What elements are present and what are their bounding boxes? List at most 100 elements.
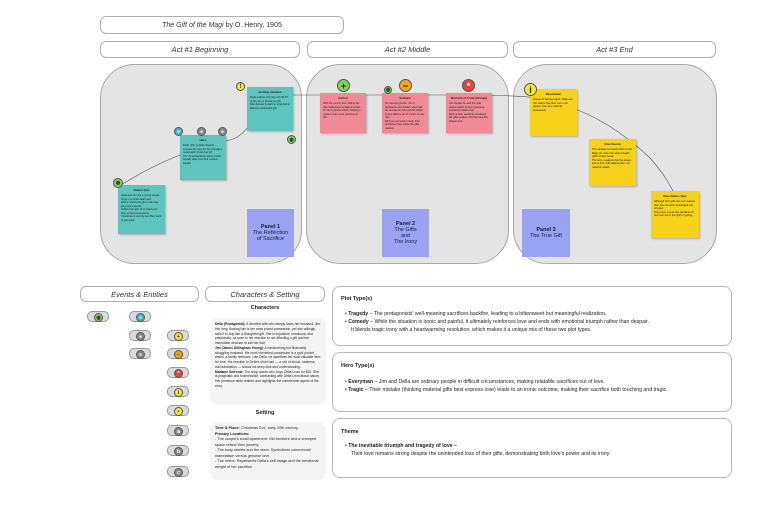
globe-icon: ◍ [287, 135, 296, 144]
note-moment-of-truth[interactable]: Moment of Truth (Climax) Jim reveals he … [446, 93, 492, 133]
note-setback[interactable]: Setback On returning home, Jim is shocke… [382, 93, 428, 133]
exclamation-icon: ! [236, 82, 245, 91]
note-resolution[interactable]: Resolution Instead of feeling regret, De… [530, 89, 577, 136]
asterisk-icon: * [174, 369, 183, 378]
panel-3-line: The True Gift [529, 233, 563, 239]
location-item: - The couple's small apartment: Old furn… [215, 437, 317, 447]
plus-icon: + [174, 332, 183, 341]
jim-text: A hardworking but financially struggling… [215, 345, 321, 369]
time-label: Time & Place: [215, 426, 240, 430]
globe-icon: ◍ [384, 86, 392, 94]
note-conclusion[interactable]: Conclusion The narrator compares them to… [589, 139, 636, 186]
panel-2-title: Panel 2 [395, 221, 416, 227]
info-glyph: i [529, 84, 532, 95]
legend-b: b [167, 445, 189, 456]
note-hero[interactable]: Hero Della: She is determined to express… [180, 135, 226, 180]
theme-headline: The inevitable triumph and tragedy of lo… [348, 443, 457, 449]
theme-text: Their love remains strong despite the un… [351, 450, 611, 457]
note-line: Christmas is coming and they want to giv… [121, 215, 162, 222]
setting-box: Time & Place: Christmas Eve, early 20th … [210, 422, 326, 480]
legend-c-glyph: c [177, 469, 180, 476]
note-line: Della: She is determined to express her … [183, 144, 223, 155]
note-inciting-incident[interactable]: Inciting Incident Della realizes she has… [247, 87, 293, 131]
letter-c-icon: c [174, 468, 183, 477]
act-1-label: Act #1 Beginning [171, 45, 229, 54]
legend-person-2: ● [129, 330, 151, 341]
note-line: The narrator compares them to the Magi, … [592, 148, 633, 159]
panel-1[interactable]: Panel 1 The Reflection of Sacrifice [247, 209, 294, 257]
note-resolution-title: Resolution [545, 92, 562, 96]
panel-2-line: The Gifts [394, 227, 417, 233]
legend-person-1: ● [129, 311, 151, 322]
theme-headline-row: • The inevitable triumph and tragedy of … [345, 443, 457, 449]
act-2-label: Act #2 Middle [384, 45, 431, 54]
act-3-header: Act #3 End [513, 41, 716, 58]
exclaim-glyph: ! [239, 83, 242, 90]
plot-types-closing: It blends tragic irony with a heartwarmi… [351, 326, 592, 333]
note-status-quo[interactable]: Status Quo Della and Jim are a young cou… [118, 185, 165, 234]
person-icon: ● [218, 127, 227, 136]
hero-type-text: – Jim and Della are ordinary people in d… [373, 379, 605, 385]
panel-1-line: The Reflection [252, 230, 289, 236]
note-conclusion-title: Conclusion [604, 142, 621, 146]
note-line: Both are stunned to learn their sacrific… [385, 119, 420, 130]
hero-types-body: • Everyman – Jim and Della are ordinary … [345, 379, 729, 395]
legend-person-3: ● [129, 348, 151, 359]
note-new-status-quo[interactable]: New Status Quo Although their gifts are … [651, 191, 699, 238]
hero-type-text: – Their mistake (thinking material gifts… [363, 386, 668, 393]
location-text: The mirror: Represents Della's self-imag… [215, 459, 319, 469]
legend-asterisk-glyph: * [177, 370, 180, 377]
note-setback-title: Setback [399, 96, 411, 100]
legend-minus: − [167, 348, 189, 359]
legend-info: i [167, 386, 189, 397]
panel-3[interactable]: Panel 3 The True Gift [522, 209, 570, 257]
panel-2[interactable]: Panel 2 The Gifts and The Irony [382, 209, 429, 257]
letter-b-icon: b [174, 447, 183, 456]
note-line: The story suggests that the wisest love … [592, 158, 632, 169]
dot-icon: • [174, 407, 183, 416]
note-line: Instead of feeling regret, Della and Jim… [533, 98, 573, 112]
minus-icon: − [174, 350, 183, 359]
location-item: - The mirror: Represents Della's self-im… [215, 459, 319, 469]
note-line: Both of their sacrifices rendered the gi… [449, 112, 488, 123]
person-icon: ● [174, 127, 183, 136]
note-rising-action[interactable]: Action With the money from selling her h… [320, 93, 366, 133]
panel-2-line: and [400, 233, 411, 239]
note-line: Della realizes she has only $1.87 to buy… [250, 96, 289, 103]
note-line: With a Christmas gift on the way, they l… [121, 201, 159, 208]
hero-type-name: Tragic [348, 386, 364, 393]
legend-plus: + [167, 330, 189, 341]
panel-1-line: of Sacrifice [256, 236, 285, 242]
note-truth-title: Moment of Truth (Climax) [450, 96, 488, 100]
character-jim: Jim (James Dillingham Young): A hardwork… [215, 346, 321, 370]
legend-plus-glyph: + [177, 333, 180, 340]
note-line: Although their gifts are now useless, th… [654, 200, 696, 211]
note-new-status-title: New Status Quo [663, 194, 687, 198]
letter-a-icon: a [174, 427, 183, 436]
hero-type-item: • Tragic – Their mistake (thinking mater… [345, 386, 668, 393]
locations-label: Primary Locations: [215, 431, 250, 436]
note-line: He reveals he has sold his watch to buy … [385, 109, 425, 120]
person-icon: ● [136, 313, 145, 322]
setting-heading: Setting [255, 410, 275, 416]
note-rising-title: Action [338, 96, 348, 100]
setting-locations: Primary Locations: [215, 432, 321, 438]
person-icon: ● [197, 127, 206, 136]
characters-setting-header: Characters & Setting [205, 286, 325, 302]
person-icon: ● [136, 332, 145, 341]
legend-globe: ◍ [87, 311, 109, 322]
hero-types-card: Hero Type(s) • Everyman – Jim and Della … [332, 352, 732, 412]
legend-minus-glyph: − [177, 351, 180, 358]
hero-type-item: • Everyman – Jim and Della are ordinary … [345, 379, 605, 385]
theme-body: • The inevitable triumph and tragedy of … [345, 443, 729, 459]
della-text: A devoted wife who deeply loves her husb… [215, 322, 321, 346]
minus-icon: − [399, 79, 412, 92]
legend-a: a [167, 425, 189, 436]
note-line: Della and Jim are a young couple living … [121, 194, 160, 201]
plus-glyph: + [340, 80, 347, 91]
theme-card: Theme • The inevitable triumph and trage… [332, 418, 732, 478]
plot-type-text: – While the situation is ironic and pain… [368, 318, 650, 325]
della-name: Della (Protagonist): [215, 322, 246, 326]
legend-a-glyph: a [177, 428, 180, 435]
hero-types-title: Hero Type(s) [341, 363, 375, 369]
